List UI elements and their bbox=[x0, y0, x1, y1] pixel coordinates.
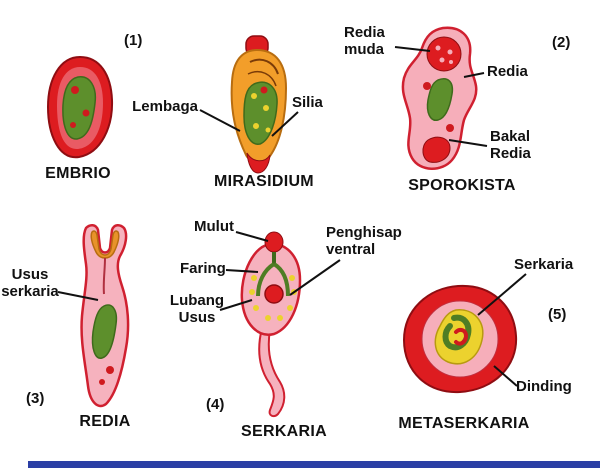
label-lubang-usus: Lubang Usus bbox=[169, 292, 225, 327]
caption-sporokista: SPOROKISTA bbox=[408, 177, 516, 194]
mirasidium-granule bbox=[251, 93, 257, 99]
embrio-granule bbox=[70, 122, 76, 128]
embrio-granule bbox=[82, 109, 90, 117]
serkaria-tail bbox=[258, 326, 286, 418]
embrio-figure bbox=[46, 55, 114, 159]
sporokista-dot bbox=[435, 45, 441, 51]
serkaria-gut-right bbox=[272, 262, 290, 297]
serkaria-gut-left bbox=[256, 262, 276, 297]
label-usus-serkaria: Usus serkaria bbox=[1, 266, 59, 301]
mirasidium-granule bbox=[265, 127, 271, 133]
redia-fork-gut bbox=[90, 230, 120, 259]
serkaria-mouth bbox=[264, 231, 284, 253]
sporokista-dot bbox=[449, 60, 453, 64]
serkaria-figure bbox=[240, 231, 302, 418]
serkaria-granule bbox=[265, 315, 271, 321]
serkaria-granule bbox=[291, 289, 297, 295]
serkaria-granule bbox=[249, 289, 255, 295]
sporokista-granule bbox=[446, 124, 454, 132]
embrio-granule bbox=[71, 86, 79, 94]
metaserkaria-larva-sucker bbox=[454, 327, 469, 346]
redia-germ-mass bbox=[91, 304, 118, 359]
metaserkaria-figure bbox=[402, 284, 518, 394]
serkaria-granule bbox=[253, 305, 259, 311]
mirasidium-tail-tip bbox=[246, 152, 271, 174]
sporokista-redia bbox=[426, 78, 454, 121]
mirasidium-fold-line bbox=[247, 70, 277, 87]
sporokista-granule bbox=[423, 82, 431, 90]
label-mulut: Mulut bbox=[194, 218, 234, 235]
mirasidium-granule bbox=[253, 123, 259, 129]
redia-granule bbox=[99, 379, 105, 385]
redia-gut-line bbox=[102, 257, 106, 295]
mirasidium-granule bbox=[260, 86, 268, 94]
mirasidium-fold-line bbox=[249, 58, 279, 75]
sporokista-dot bbox=[439, 57, 445, 63]
sporokista-redia-muda bbox=[426, 36, 462, 72]
label-lembaga: Lembaga bbox=[132, 98, 198, 115]
label-redia: Redia bbox=[487, 63, 528, 80]
label-bakal-redia: Bakal Redia bbox=[490, 128, 531, 163]
mirasidium-figure bbox=[230, 35, 288, 174]
caption-metaserkaria: METASERKARIA bbox=[398, 415, 530, 432]
serkaria-granule bbox=[251, 275, 257, 281]
caption-embrio: EMBRIO bbox=[45, 165, 111, 182]
bottom-border-bar bbox=[28, 461, 600, 468]
serkaria-granule bbox=[289, 275, 295, 281]
sporokista-bakal-redia bbox=[422, 136, 451, 163]
label-serkaria-in-cyst: Serkaria bbox=[514, 256, 574, 273]
sporokista-dot bbox=[447, 49, 453, 55]
caption-redia: REDIA bbox=[79, 413, 131, 430]
sporokista-figure bbox=[401, 26, 478, 170]
mirasidium-granule bbox=[263, 105, 269, 111]
figure-number-1: (1) bbox=[124, 32, 143, 49]
figure-number-2: (2) bbox=[552, 34, 571, 51]
metaserkaria-yellow-mass bbox=[434, 309, 484, 365]
caption-serkaria: SERKARIA bbox=[241, 423, 327, 440]
redia-figure bbox=[80, 224, 130, 408]
label-silia: Silia bbox=[292, 94, 323, 111]
caption-mirasidium: MIRASIDIUM bbox=[214, 173, 314, 190]
serkaria-ventral-sucker bbox=[264, 284, 284, 304]
figure-number-4: (4) bbox=[206, 396, 225, 413]
label-redia-muda: Redia muda bbox=[344, 24, 385, 59]
label-penghisap-ventral: Penghisap ventral bbox=[326, 224, 402, 259]
figure-number-5: (5) bbox=[548, 306, 567, 323]
figure-number-3: (3) bbox=[26, 390, 45, 407]
label-faring: Faring bbox=[180, 260, 226, 277]
label-dinding: Dinding bbox=[516, 378, 572, 395]
serkaria-granule bbox=[287, 305, 293, 311]
redia-granule bbox=[106, 366, 114, 374]
serkaria-granule bbox=[277, 315, 283, 321]
